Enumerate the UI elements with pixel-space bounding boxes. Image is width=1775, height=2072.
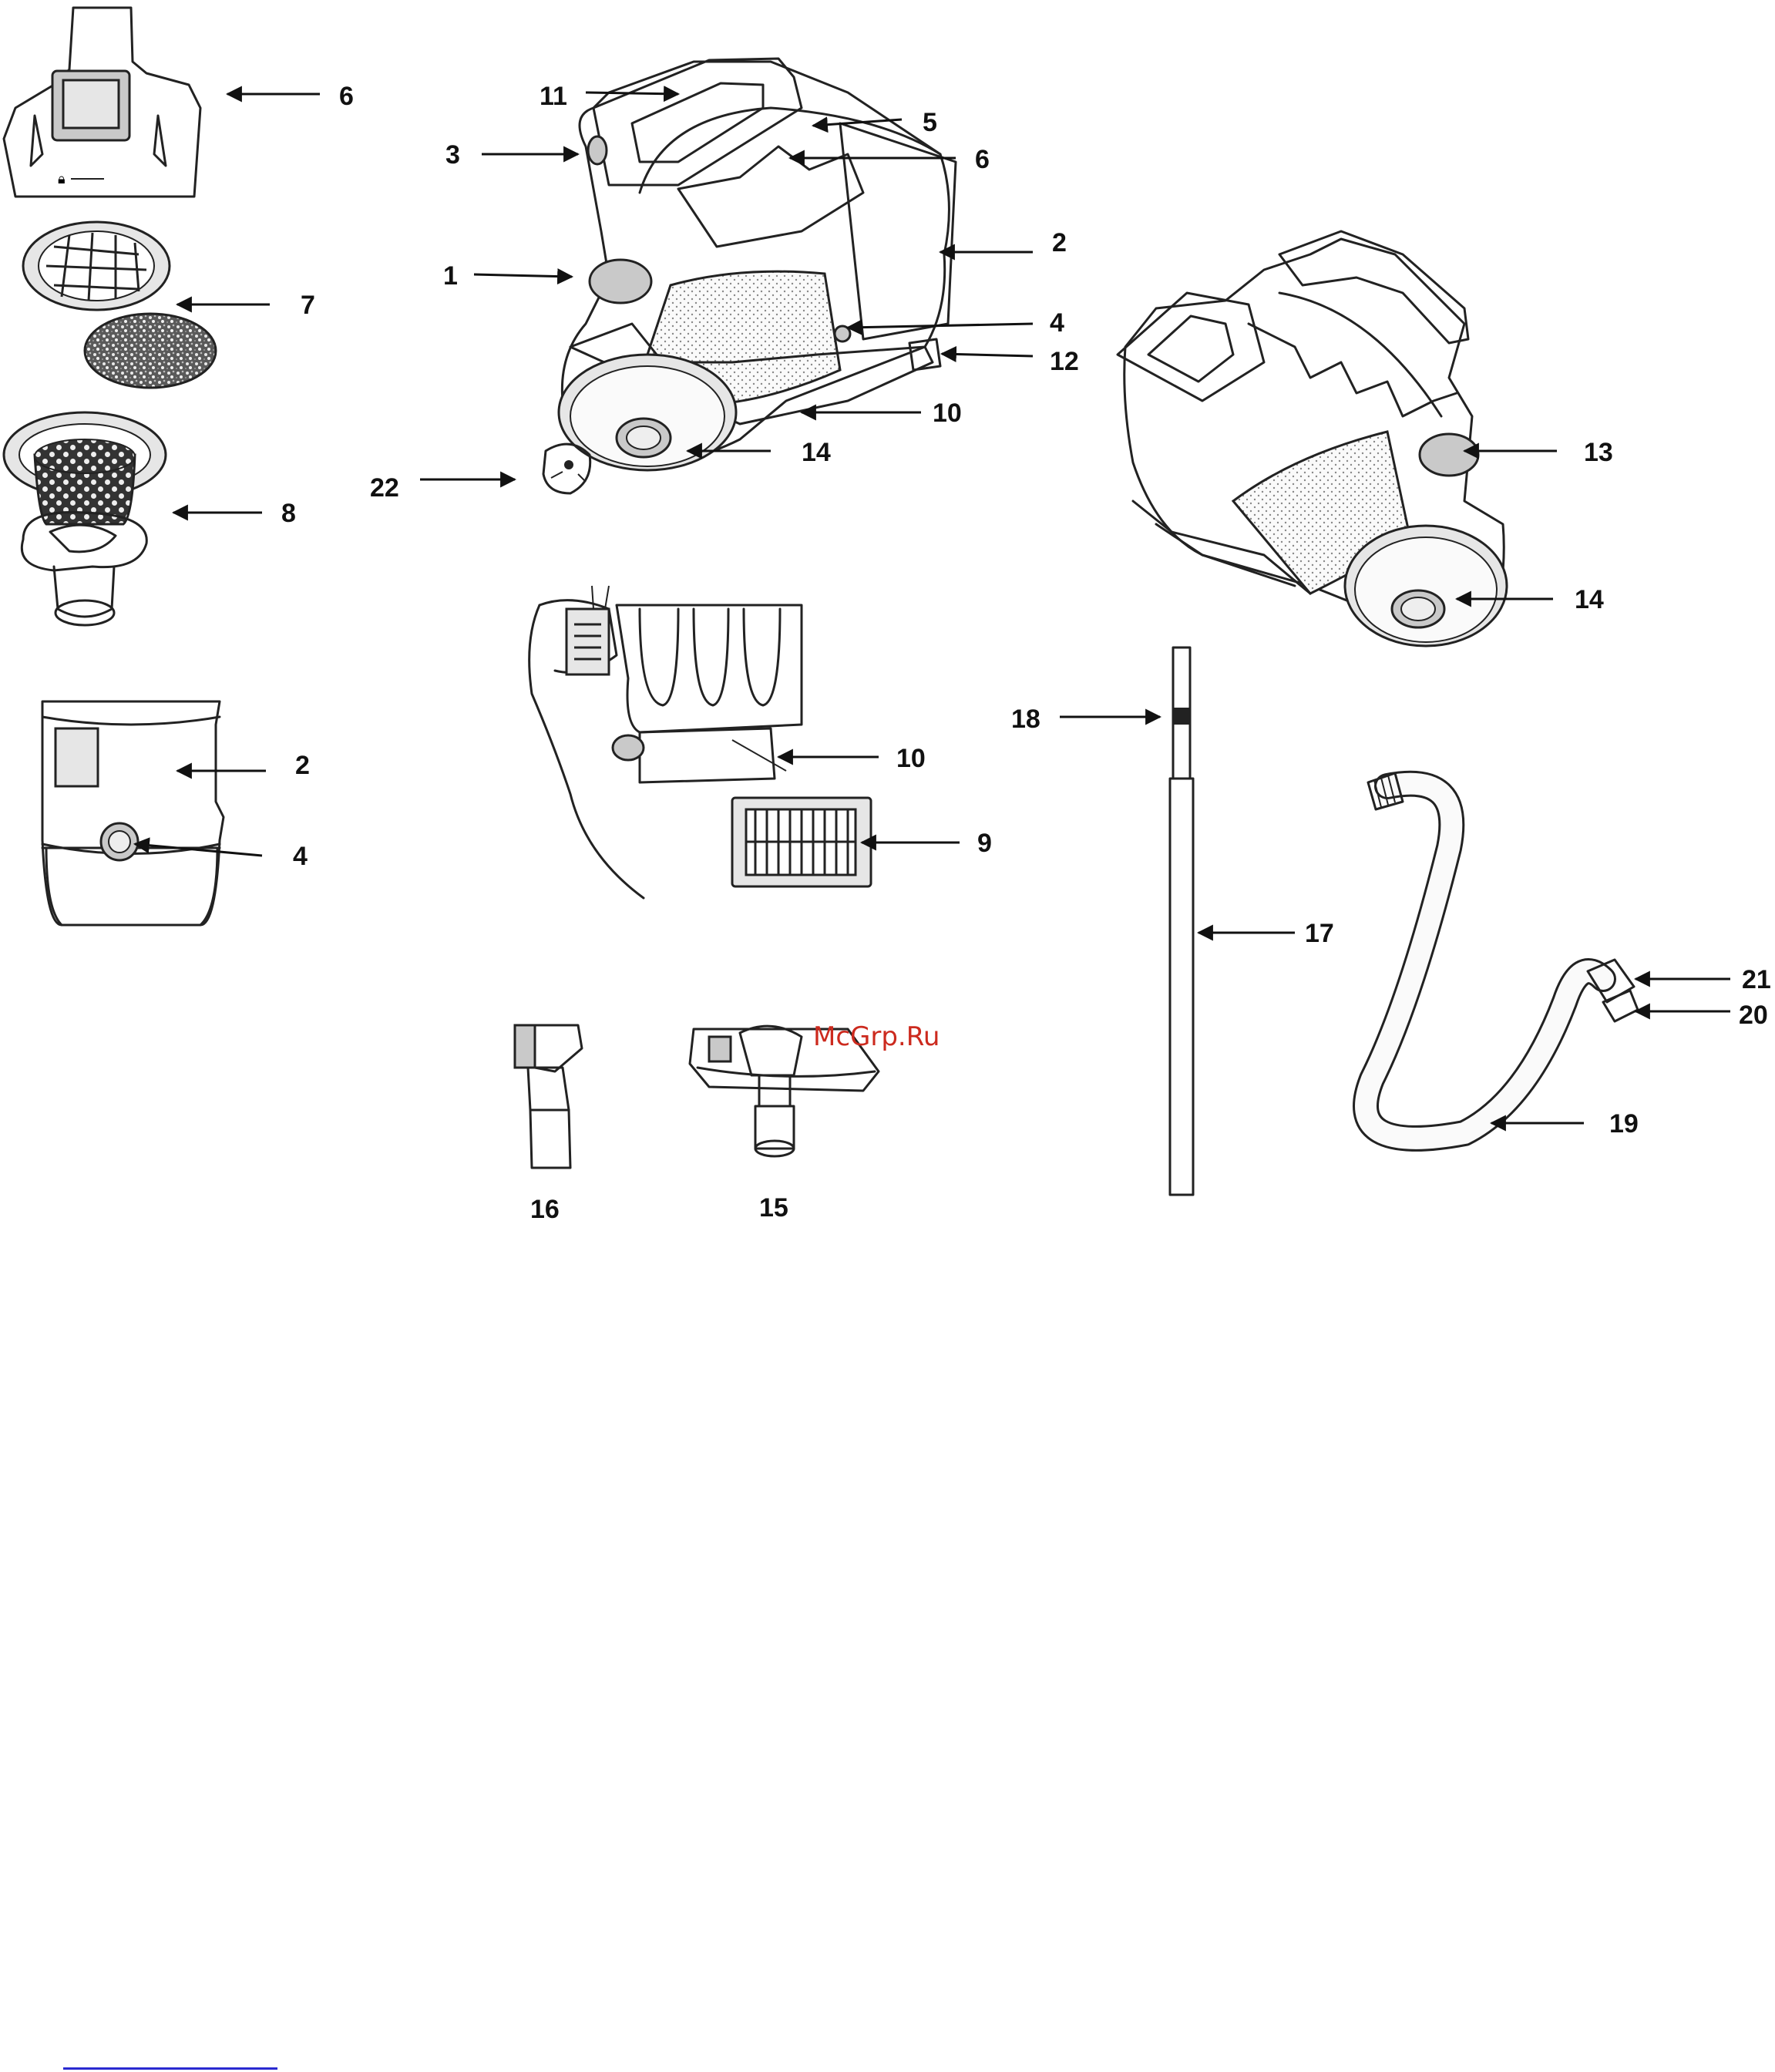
svg-text:🔒︎: 🔒︎ xyxy=(58,171,66,187)
telescopic-tube-illustration xyxy=(1170,648,1193,1195)
label-main-4: 4 xyxy=(1050,308,1064,338)
hose-illustration xyxy=(1366,773,1638,1139)
top-cover-illustration: 🔒︎ xyxy=(4,8,200,197)
label-dust-bin-4: 4 xyxy=(293,842,308,871)
label-main-5: 5 xyxy=(923,108,937,137)
label-main-22: 22 xyxy=(370,473,399,503)
label-main-6: 6 xyxy=(975,145,990,174)
footer-link-underline[interactable] xyxy=(63,2067,277,2070)
filter-compartment-illustration xyxy=(529,586,871,898)
label-filter-9: 9 xyxy=(977,829,992,858)
label-main-10: 10 xyxy=(933,399,962,428)
label-main-14: 14 xyxy=(802,438,831,467)
label-main-2: 2 xyxy=(1052,228,1067,257)
label-main-3: 3 xyxy=(445,140,460,170)
label-hose-19: 19 xyxy=(1609,1109,1639,1139)
label-nozzle-15: 15 xyxy=(759,1193,788,1223)
label-tube-17: 17 xyxy=(1305,919,1334,948)
label-hose-21: 21 xyxy=(1742,965,1771,994)
label-main-12: 12 xyxy=(1050,347,1079,376)
label-top-cover-6: 6 xyxy=(339,82,354,111)
label-main-1: 1 xyxy=(443,261,458,291)
label-nozzle-16: 16 xyxy=(530,1195,560,1224)
label-rear-14: 14 xyxy=(1575,585,1604,614)
label-dust-bin-2: 2 xyxy=(295,751,310,780)
label-hose-20: 20 xyxy=(1739,1001,1768,1030)
crevice-nozzle-illustration xyxy=(515,1025,582,1168)
label-tube-18: 18 xyxy=(1011,705,1040,734)
main-unit-rear-illustration xyxy=(1118,231,1507,646)
label-filters-7: 7 xyxy=(301,291,315,320)
dust-bin-illustration xyxy=(42,701,224,925)
label-main-11: 11 xyxy=(540,82,567,111)
label-filter-10: 10 xyxy=(896,744,926,773)
cyclone-assembly-illustration xyxy=(4,412,166,625)
label-rear-13: 13 xyxy=(1584,438,1613,467)
label-cyclone-8: 8 xyxy=(281,499,296,528)
watermark: McGrp.Ru xyxy=(813,1021,940,1052)
